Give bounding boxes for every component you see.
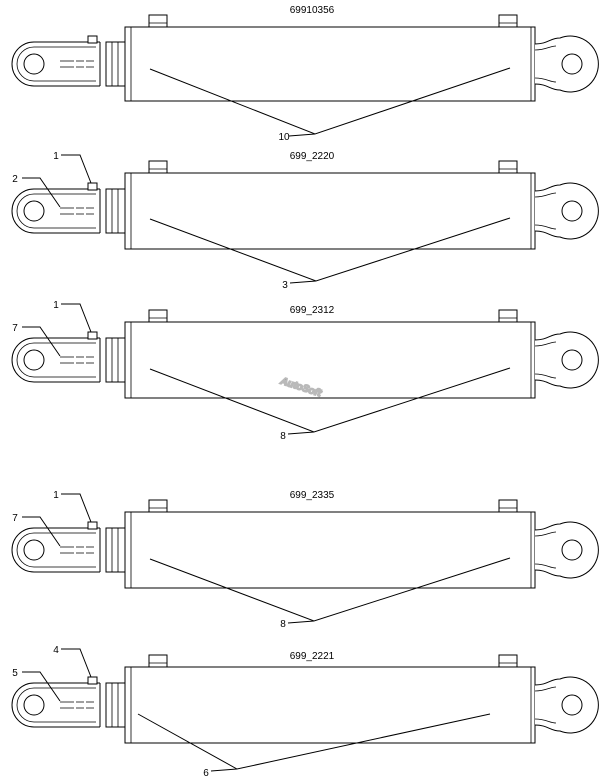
mounting-lug	[498, 309, 518, 322]
eye-mount-fillet	[534, 224, 557, 230]
lock-nut	[87, 676, 98, 685]
cylinder-tube	[124, 666, 536, 744]
eye-mount-fillet	[534, 341, 557, 347]
mounting-lug	[148, 14, 168, 27]
mounting-lug	[498, 14, 518, 27]
clevis-pin-hole	[23, 694, 45, 716]
mounting-lug	[498, 499, 518, 512]
cylinder-assembly: 699_2335 1 7 8	[11, 490, 599, 630]
mounting-lug	[148, 654, 168, 667]
callout-leader	[61, 493, 92, 523]
clevis-pin-hole	[23, 539, 45, 561]
callout-leader	[22, 177, 61, 208]
eye-mount-hole	[561, 349, 583, 371]
callout-label: 4	[53, 645, 59, 656]
eye-mount-fillet	[534, 563, 557, 569]
cylinder-assembly: 699_2221 4 5 6	[11, 645, 599, 779]
lock-nut	[87, 331, 98, 340]
rod-clevis	[11, 682, 100, 728]
eye-mount-fillet	[534, 718, 557, 724]
callout-label: 3	[282, 280, 288, 291]
callout-label: 7	[12, 323, 18, 334]
eye-mount-fillet	[534, 77, 557, 83]
callout-label: 10	[278, 132, 290, 143]
mounting-lug	[498, 654, 518, 667]
eye-mount-hole	[561, 694, 583, 716]
callout-label: 5	[12, 668, 18, 679]
callout-label: 8	[280, 431, 286, 442]
rod-clevis	[11, 188, 100, 234]
callout-label: 1	[53, 300, 59, 311]
rod-gland	[105, 188, 126, 234]
callout-label: 2	[12, 174, 18, 185]
cylinder-assembly: 699_2312 1 7 8	[11, 300, 599, 442]
callout-label: 7	[12, 513, 18, 524]
callout-label: 8	[280, 619, 286, 630]
leader-line	[287, 431, 315, 435]
eye-mount-hole	[561, 53, 583, 75]
cylinder-tube	[124, 172, 536, 250]
part-number-label: 69910356	[290, 5, 335, 16]
mounting-lug	[148, 309, 168, 322]
clevis-pin-hole	[23, 349, 45, 371]
rod-clevis	[11, 41, 100, 87]
lock-nut	[87, 35, 98, 44]
rod-clevis-inner	[16, 46, 96, 82]
part-number-label: 699_2312	[290, 305, 335, 316]
rod-clevis-inner	[16, 687, 96, 723]
eye-mount-fillet	[534, 531, 557, 537]
callout-label: 1	[53, 490, 59, 501]
cylinder-tube	[124, 26, 536, 102]
leader-line	[288, 133, 316, 137]
callout-leader	[22, 671, 61, 702]
rod-gland	[105, 682, 126, 728]
rod-gland	[105, 337, 126, 383]
cylinder-tube	[124, 511, 536, 589]
eye-mount-fillet	[534, 192, 557, 198]
leader-line	[210, 768, 238, 772]
leader-line	[289, 280, 317, 284]
leader-line	[287, 620, 315, 624]
lock-nut	[87, 521, 98, 530]
eye-mount-hole	[561, 539, 583, 561]
eye-mount-fillet	[534, 45, 557, 51]
eye-mount-fillet	[534, 373, 557, 379]
callout-label: 1	[53, 151, 59, 162]
mounting-lug	[148, 499, 168, 512]
callout-leader	[22, 516, 61, 547]
callout-leader	[61, 154, 92, 184]
rod-clevis-inner	[16, 193, 96, 229]
callout-leader	[22, 326, 61, 357]
eye-mount-fillet	[534, 686, 557, 692]
part-number-label: 699_2335	[290, 490, 335, 501]
eye-mount-hole	[561, 200, 583, 222]
callout-leader	[61, 648, 92, 678]
cylinder-assembly: 69910356 10	[11, 5, 599, 143]
callout-label: 6	[203, 768, 209, 779]
rod-clevis	[11, 337, 100, 383]
clevis-pin-hole	[23, 200, 45, 222]
callout-leader	[61, 303, 92, 333]
part-number-label: 699_2220	[290, 151, 335, 162]
rod-clevis-inner	[16, 342, 96, 378]
rod-gland	[105, 527, 126, 573]
rod-gland	[105, 41, 126, 87]
mounting-lug	[148, 160, 168, 173]
cylinder-tube	[124, 321, 536, 399]
rod-clevis	[11, 527, 100, 573]
part-number-label: 699_2221	[290, 651, 335, 662]
mounting-lug	[498, 160, 518, 173]
cylinder-assembly: 699_2220 1 2 3	[11, 151, 599, 291]
clevis-pin-hole	[23, 53, 45, 75]
rod-clevis-inner	[16, 532, 96, 568]
lock-nut	[87, 182, 98, 191]
